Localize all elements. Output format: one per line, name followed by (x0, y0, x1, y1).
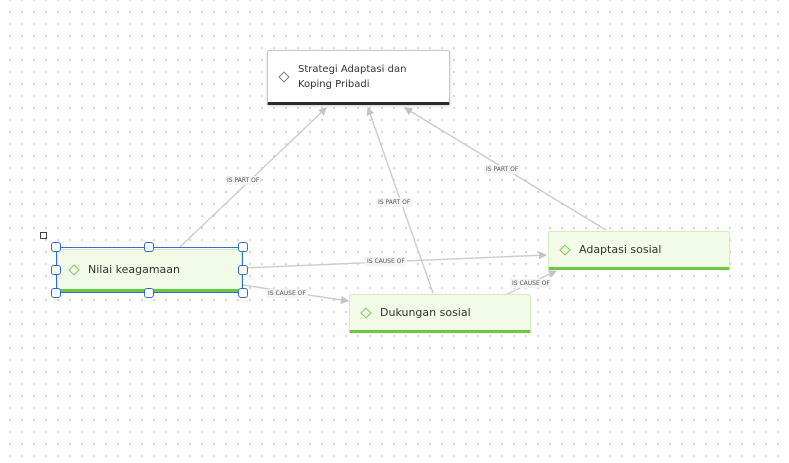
node-label: Strategi Adaptasi dan Koping Pribadi (298, 63, 407, 90)
diamond-icon (360, 306, 372, 319)
node-label: Nilai keagamaan (88, 263, 181, 276)
node-dukungan-sosial[interactable]: Dukungan sosial (349, 294, 531, 333)
resize-handle-left[interactable] (51, 265, 61, 275)
diamond-icon (559, 243, 571, 256)
resize-handle-bottom-right[interactable] (238, 288, 248, 298)
diamond-icon (68, 263, 80, 276)
diamond-icon (278, 70, 290, 83)
edge-label-nilai-adaptasi: IS CAUSE OF (365, 257, 407, 266)
node-nilai-keagamaan[interactable]: Nilai keagamaan (57, 249, 242, 292)
node-adaptasi-sosial[interactable]: Adaptasi sosial (548, 231, 730, 270)
edge-label-nilai-root: IS PART OF (225, 176, 262, 185)
resize-handle-top-right[interactable] (238, 242, 248, 252)
resize-handle-top[interactable] (144, 242, 154, 252)
edge-label-dukungan-adaptasi: IS CAUSE OF (510, 279, 552, 288)
resize-handle-bottom-left[interactable] (51, 288, 61, 298)
edge-label-adaptasi-root: IS PART OF (484, 165, 521, 174)
node-strategi-adaptasi[interactable]: Strategi Adaptasi dan Koping Pribadi (267, 50, 450, 105)
edge-label-dukungan-root: IS PART OF (376, 198, 413, 207)
rotate-handle[interactable] (40, 232, 47, 239)
resize-handle-right[interactable] (238, 265, 248, 275)
resize-handle-bottom[interactable] (144, 288, 154, 298)
node-label: Dukungan sosial (380, 306, 471, 319)
node-label: Adaptasi sosial (579, 243, 662, 256)
resize-handle-top-left[interactable] (51, 242, 61, 252)
edge-label-nilai-dukungan: IS CAUSE OF (266, 289, 308, 298)
